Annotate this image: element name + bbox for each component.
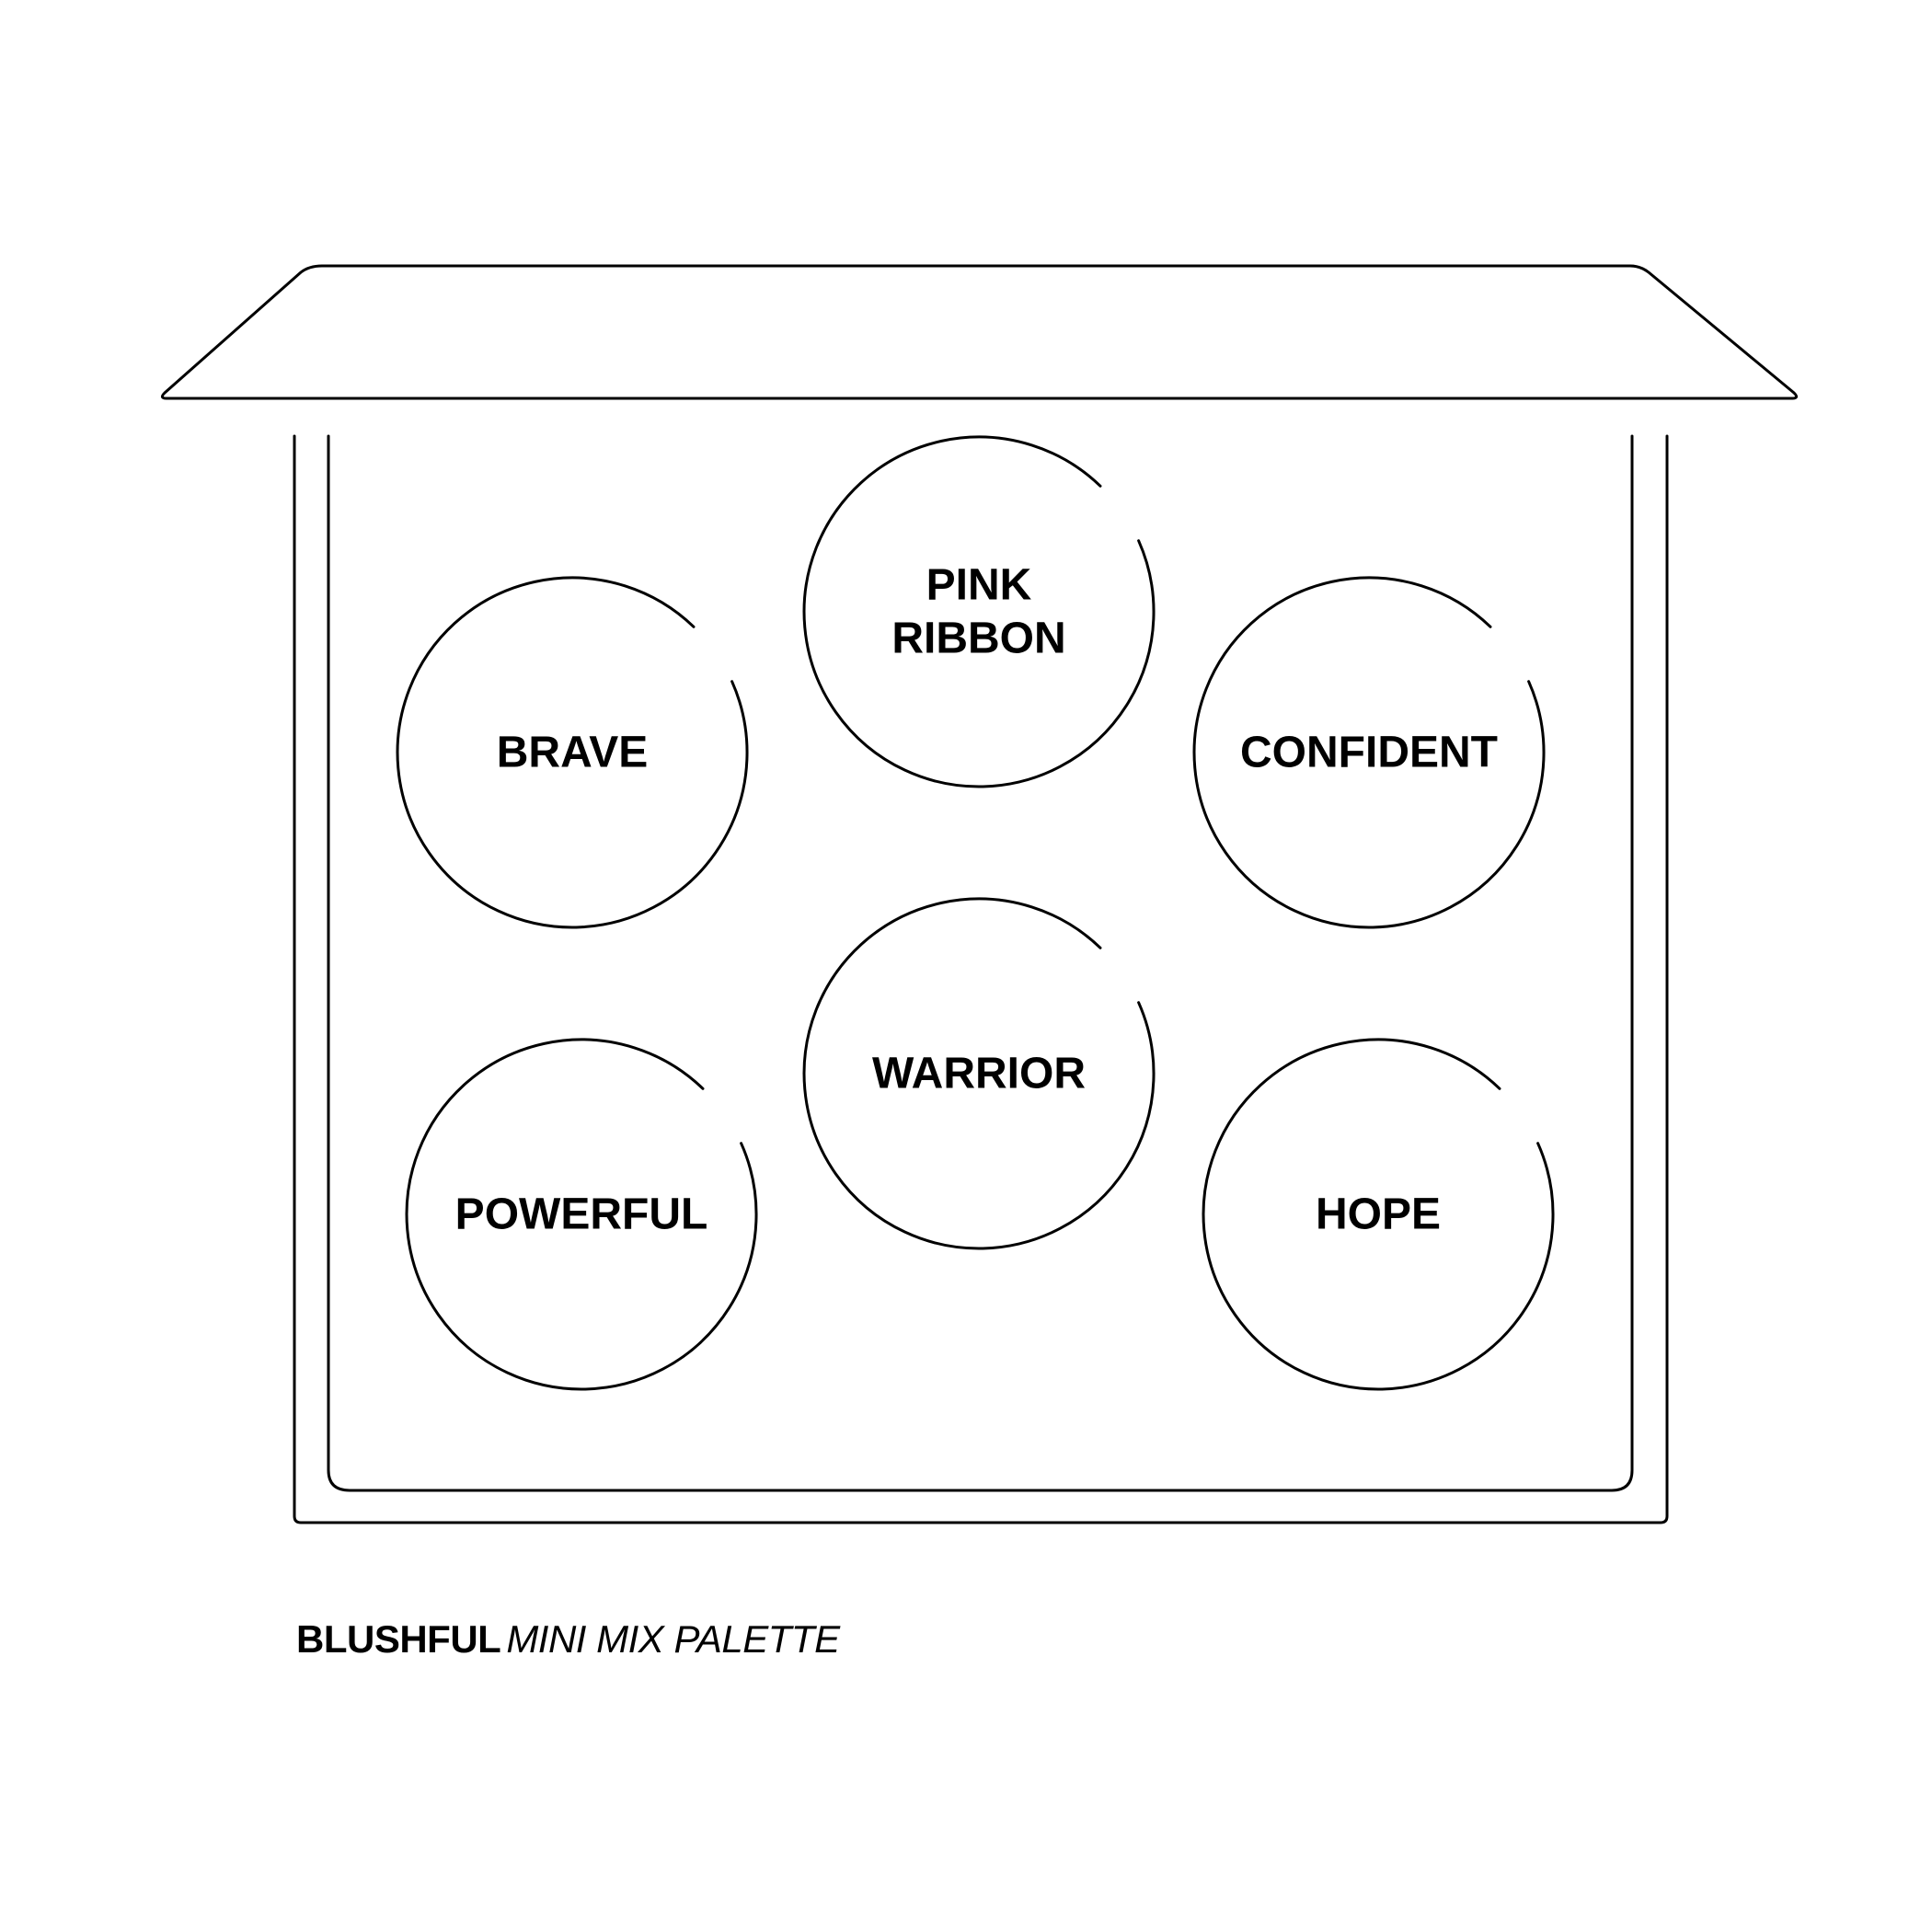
pan-ring (802, 897, 1156, 1250)
blush-pan: HOPE (1202, 1038, 1555, 1391)
pan-label: RIBBON (891, 615, 1065, 663)
brand-name: BLUSHFUL (296, 1617, 501, 1661)
palette-lid (160, 264, 1799, 400)
blush-pan: CONFIDENT (1192, 576, 1546, 929)
pans-layer: BRAVE PINK RIBBON CONFIDENT WARRIOR POWERFUL H… (396, 435, 1555, 1391)
pan-ring (1202, 1038, 1555, 1391)
pan-label: CONFIDENT (1240, 729, 1498, 777)
blush-pan: PINK RIBBON (802, 435, 1156, 788)
product-name: MINI MIX PALETTE (506, 1617, 840, 1661)
pan-ring (405, 1038, 758, 1391)
pan-ring (1192, 576, 1546, 929)
pan-label: HOPE (1316, 1190, 1441, 1239)
pan-ring (802, 435, 1156, 788)
palette-case-outer (293, 434, 1669, 1524)
blush-pan: BRAVE (396, 576, 749, 929)
pan-label: PINK (926, 561, 1032, 610)
pan-label: WARRIOR (872, 1050, 1086, 1098)
palette-tray-inner (327, 434, 1634, 1492)
pan-label: POWERFUL (455, 1190, 708, 1239)
blush-pan: POWERFUL (405, 1038, 758, 1391)
pan-ring (396, 576, 749, 929)
blush-pan: WARRIOR (802, 897, 1156, 1250)
pan-label: BRAVE (497, 729, 648, 777)
